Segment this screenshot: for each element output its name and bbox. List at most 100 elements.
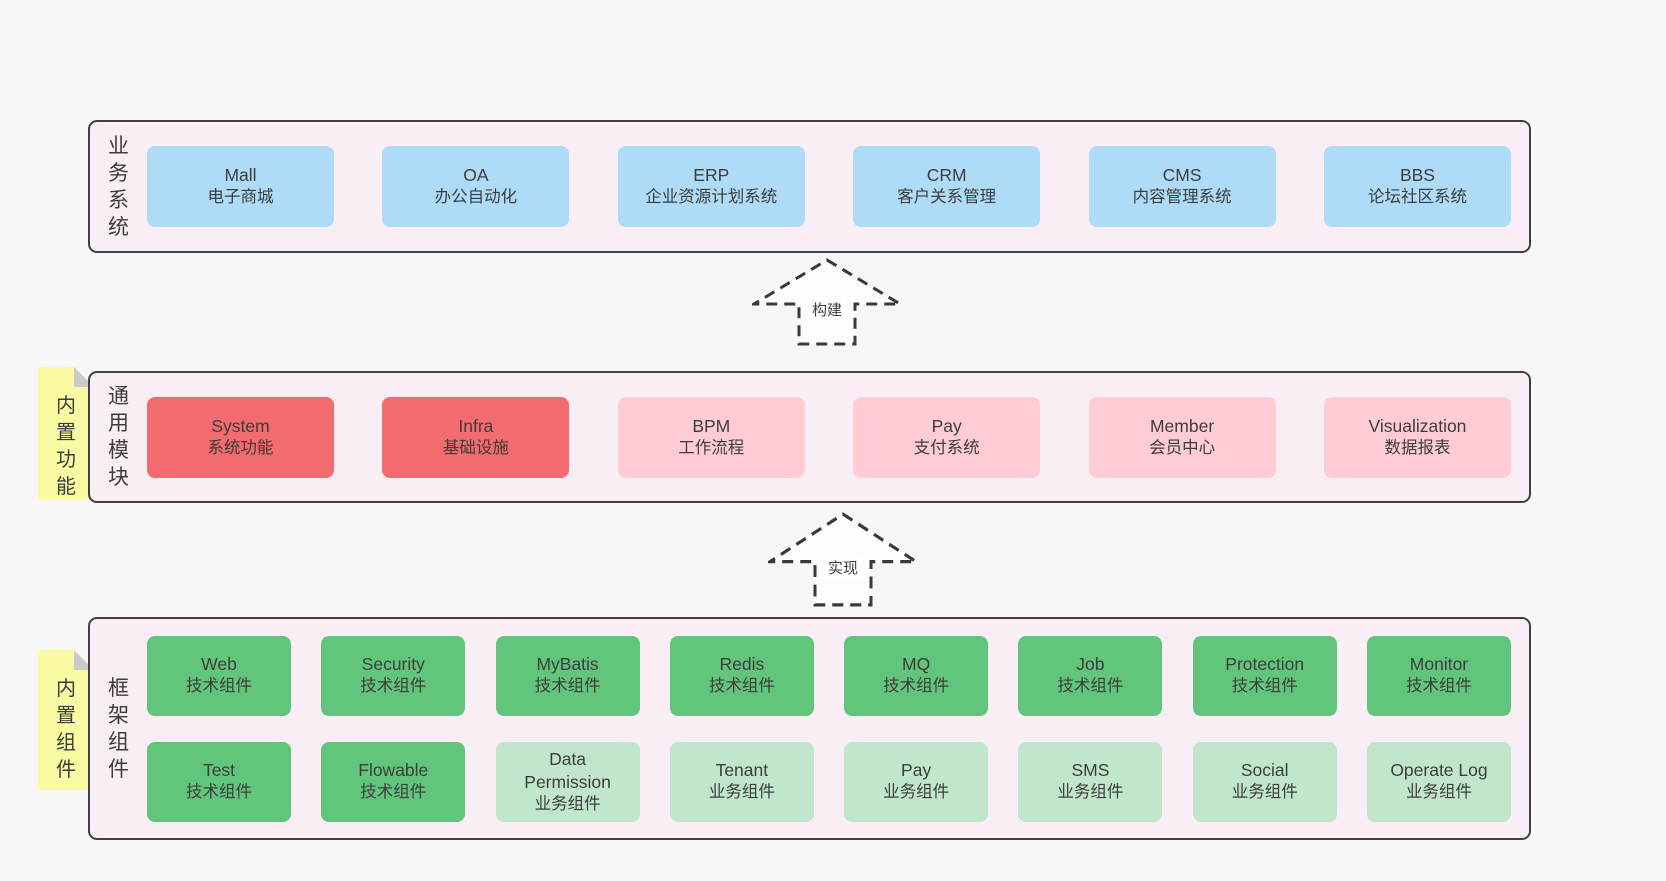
business-box-erp: ERP 企业资源计划系统 (617, 146, 805, 227)
component-row-1: Web 技术组件 Security 技术组件 MyBatis 技术组件 Redi… (147, 635, 1511, 716)
build-arrow: 构建 (752, 258, 902, 346)
box-title: OA (463, 165, 489, 186)
box-title: System (211, 415, 270, 436)
component-box-social: Social 业务组件 (1192, 741, 1337, 822)
build-arrow-label: 构建 (807, 298, 847, 322)
box-subtitle: 技术组件 (186, 677, 252, 696)
module-boxes: System 系统功能 Infra 基础设施 BPM 工作流程 Pay 支付系统… (147, 373, 1529, 501)
component-box-monitor: Monitor 技术组件 (1366, 635, 1511, 716)
box-subtitle: 技术组件 (1231, 677, 1298, 696)
box-title: MQ (902, 654, 931, 675)
sticky-note-builtin-components: 内置组件 (38, 650, 94, 790)
box-subtitle: 技术组件 (534, 677, 601, 696)
box-subtitle: 技术组件 (883, 677, 950, 696)
module-box-visualization: Visualization 数据报表 (1323, 396, 1511, 478)
sticky-note-text: 内置功能 (56, 395, 76, 498)
box-subtitle: 业务组件 (883, 783, 950, 802)
common-modules-band: 通用模块 System 系统功能 Infra 基础设施 BPM 工作流程 Pay… (88, 371, 1531, 503)
module-box-bpm: BPM 工作流程 (617, 396, 805, 478)
box-subtitle: 论坛社区系统 (1367, 188, 1467, 207)
box-subtitle: 支付系统 (913, 438, 980, 457)
box-subtitle: 系统功能 (207, 438, 274, 457)
component-box-redis: Redis 技术组件 (669, 635, 814, 716)
box-title: Pay (931, 415, 962, 436)
band-title: 框架组件 (108, 676, 129, 781)
box-title: ERP (693, 165, 730, 186)
box-title: Data Permission (524, 749, 611, 792)
band-title: 通用模块 (108, 385, 129, 489)
box-title: BPM (692, 415, 731, 436)
box-title: Test (202, 760, 236, 781)
box-subtitle: 数据报表 (1384, 438, 1451, 457)
component-box-sms: SMS 业务组件 (1018, 741, 1163, 822)
box-subtitle: 业务组件 (708, 783, 775, 802)
component-box-job: Job 技术组件 (1018, 635, 1163, 716)
component-rows: Web 技术组件 Security 技术组件 MyBatis 技术组件 Redi… (147, 619, 1529, 838)
box-subtitle: 办公自动化 (434, 188, 518, 207)
box-title: Pay (901, 760, 932, 781)
box-title: Mall (224, 165, 257, 186)
box-title: Flowable (358, 760, 429, 781)
box-title: MyBatis (536, 654, 599, 675)
component-box-protection: Protection 技术组件 (1192, 635, 1337, 716)
component-row-2: Test 技术组件 Flowable 技术组件 Data Permission … (147, 741, 1511, 822)
box-subtitle: 技术组件 (360, 677, 427, 696)
box-title: Visualization (1368, 415, 1467, 436)
business-band-label: 业务系统 (90, 122, 147, 251)
box-subtitle: 企业资源计划系统 (645, 188, 778, 207)
band-title: 业务系统 (108, 134, 129, 239)
box-title: SMS (1071, 760, 1110, 781)
implement-arrow-label: 实现 (823, 555, 863, 579)
component-box-mybatis: MyBatis 技术组件 (495, 635, 640, 716)
box-title: CMS (1162, 165, 1202, 186)
module-box-pay: Pay 支付系统 (853, 396, 1041, 478)
business-boxes: Mall 电子商城 OA 办公自动化 ERP 企业资源计划系统 CRM 客户关系… (147, 122, 1529, 251)
business-box-cms: CMS 内容管理系统 (1088, 146, 1276, 227)
framework-components-band: 框架组件 Web 技术组件 Security 技术组件 MyBatis 技术组件… (88, 617, 1531, 840)
box-subtitle: 技术组件 (708, 677, 775, 696)
component-box-flowable: Flowable 技术组件 (321, 741, 466, 822)
box-title: Social (1240, 760, 1289, 781)
box-title: Member (1149, 415, 1215, 436)
box-subtitle: 会员中心 (1149, 438, 1216, 457)
component-box-tenant: Tenant 业务组件 (669, 741, 814, 822)
box-subtitle: 业务组件 (1057, 783, 1124, 802)
modules-band-label: 通用模块 (90, 373, 147, 501)
box-subtitle: 技术组件 (1405, 677, 1472, 696)
business-box-crm: CRM 客户关系管理 (853, 146, 1041, 227)
box-subtitle: 业务组件 (1405, 783, 1472, 802)
box-subtitle: 技术组件 (360, 783, 427, 802)
box-title: CRM (926, 165, 967, 186)
sticky-note-builtin-features: 内置功能 (38, 367, 94, 500)
component-box-mq: MQ 技术组件 (844, 635, 989, 716)
box-title: Redis (719, 654, 765, 675)
box-title: BBS (1399, 165, 1435, 186)
box-subtitle: 业务组件 (534, 794, 601, 813)
component-box-security: Security 技术组件 (321, 635, 466, 716)
implement-arrow: 实现 (768, 512, 918, 607)
business-box-oa: OA 办公自动化 (382, 146, 570, 227)
box-subtitle: 内容管理系统 (1132, 188, 1232, 207)
box-subtitle: 业务组件 (1231, 783, 1298, 802)
box-subtitle: 基础设施 (442, 438, 509, 457)
box-title: Operate Log (1390, 760, 1488, 781)
box-subtitle: 客户关系管理 (897, 188, 997, 207)
box-title: Web (201, 654, 237, 675)
module-box-infra: Infra 基础设施 (382, 396, 570, 478)
component-box-data-permission: Data Permission 业务组件 (495, 741, 640, 822)
box-subtitle: 技术组件 (1057, 677, 1124, 696)
component-box-operate-log: Operate Log 业务组件 (1366, 741, 1511, 822)
box-title: Protection (1225, 654, 1305, 675)
module-box-system: System 系统功能 (147, 396, 334, 478)
business-box-bbs: BBS 论坛社区系统 (1323, 146, 1511, 227)
box-title: Security (361, 654, 425, 675)
box-title: Monitor (1409, 654, 1469, 675)
business-systems-band: 业务系统 Mall 电子商城 OA 办公自动化 ERP 企业资源计划系统 CRM… (88, 120, 1531, 253)
box-subtitle: 电子商城 (207, 188, 274, 207)
box-title: Job (1076, 654, 1105, 675)
sticky-note-text: 内置组件 (56, 678, 76, 781)
components-band-label: 框架组件 (90, 619, 147, 838)
box-subtitle: 工作流程 (678, 438, 745, 457)
box-subtitle: 技术组件 (186, 783, 252, 802)
